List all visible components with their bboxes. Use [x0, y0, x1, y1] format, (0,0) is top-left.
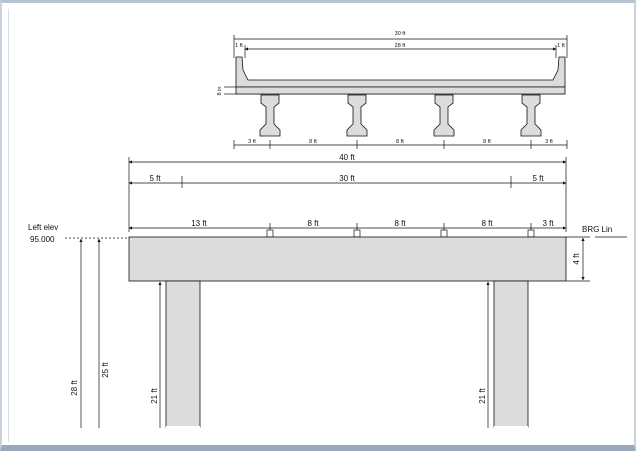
bearing-spacing-label: 3 ft [542, 219, 554, 228]
cap-segment-label: 5 ft [149, 174, 161, 183]
deck-cross-section: 30 ft 28 ft 1 ft 1 ft 8 in [217, 31, 568, 149]
girder [433, 94, 455, 137]
right-column [493, 280, 529, 428]
brg-line-label: BRG Lin [582, 225, 612, 234]
left-elev-label: Left elev [28, 223, 58, 232]
girder-spacing-label: 8 ft [483, 139, 491, 145]
bearing-pad [353, 229, 361, 238]
cap-segment-label: 5 ft [532, 174, 544, 183]
girder-spacing-label: 3 ft [545, 139, 553, 145]
cap-depth-label: 4 ft [572, 253, 581, 265]
deck-overall-width-label: 30 ft [395, 31, 406, 37]
bearing-spacing-label: 8 ft [481, 219, 493, 228]
girder-spacing-label: 8 ft [396, 139, 404, 145]
girder [520, 94, 542, 137]
pier-cap [128, 236, 567, 282]
bearing-pad [440, 229, 448, 238]
total-height-label: 28 ft [70, 379, 79, 395]
deck-depth-label: 8 in [217, 87, 223, 96]
bearing-spacing-label: 13 ft [191, 219, 207, 228]
right-column-height-label: 21 ft [478, 387, 487, 403]
deck-slab-soffit [235, 86, 566, 95]
pier-elevation: 40 ft 5 ft 30 ft 5 ft 13 ft 8 ft 8 ft 8 … [28, 153, 627, 428]
deck-slab [235, 56, 566, 88]
girder [346, 94, 368, 137]
girder-spacing-label: 8 ft [309, 139, 317, 145]
girder-spacing-label: 3 ft [248, 139, 256, 145]
girder [259, 94, 281, 137]
bearing-spacing-label: 8 ft [394, 219, 406, 228]
right-edge-label: 1 ft [557, 43, 565, 49]
left-column [165, 280, 201, 428]
drawing-area [8, 9, 629, 442]
left-column-height-label: 21 ft [150, 387, 159, 403]
bearing-pad [266, 229, 274, 238]
left-edge-label: 1 ft [235, 43, 243, 49]
cap-segment-label: 30 ft [339, 174, 355, 183]
cap-overall-width-label: 40 ft [339, 153, 355, 162]
left-elev-value: 95.000 [30, 235, 55, 244]
deck-inner-width-label: 28 ft [395, 43, 406, 49]
bearing-pad [527, 229, 535, 238]
bearing-spacing-label: 8 ft [307, 219, 319, 228]
column-height-label: 25 ft [101, 361, 110, 377]
